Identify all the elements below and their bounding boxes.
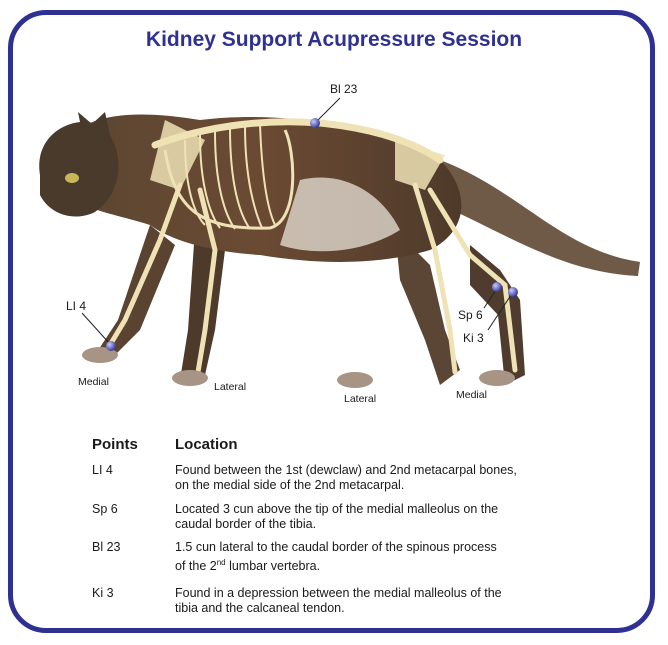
- cat-hind-leg-left: [395, 230, 460, 385]
- li4-label: LI 4: [66, 299, 87, 313]
- cat-paw-hind-right: [479, 370, 515, 386]
- cat-paw-front-left: [82, 347, 118, 363]
- cat-skeleton-illustration: [39, 97, 640, 388]
- li4-leader-line: [81, 312, 111, 345]
- cat-eye: [65, 173, 79, 183]
- li4-point-marker: [106, 341, 116, 351]
- cat-paw-front-right: [172, 370, 208, 386]
- row-location: 1.5 cun lateral to the caudal border of …: [175, 540, 497, 574]
- skeleton-limbs: [107, 182, 518, 375]
- bl23-leader-line: [315, 97, 341, 123]
- ki3-leader-line: [487, 294, 512, 331]
- skeleton-scapula: [150, 120, 205, 190]
- view-label-hind-medial: Medial: [456, 389, 487, 401]
- location-column-header: Location: [175, 436, 238, 453]
- cat-tail: [430, 160, 640, 276]
- cat-front-leg-left: [95, 225, 175, 355]
- sp6-label: Sp 6: [458, 308, 483, 322]
- skeleton-pelvis: [395, 140, 445, 190]
- ki3-label: Ki 3: [463, 331, 484, 345]
- view-label-hind-lateral: Lateral: [344, 393, 377, 405]
- row-location: Found in a depression between the medial…: [175, 586, 502, 615]
- view-label-front-medial: Medial: [78, 376, 109, 388]
- sp6-point-marker: [492, 282, 502, 292]
- row-point: LI 4: [92, 463, 113, 477]
- row-location: Located 3 cun above the tip of the media…: [175, 502, 499, 531]
- cat-head: [39, 112, 119, 217]
- cat-paw-hind-left: [337, 372, 373, 388]
- bl23-point-marker: [310, 118, 320, 128]
- ki3-point-marker: [508, 287, 518, 297]
- cat-belly: [280, 177, 400, 252]
- page-frame: [8, 10, 655, 633]
- row-point: Ki 3: [92, 586, 114, 600]
- bl23-label: Bl 23: [330, 82, 358, 96]
- row-point: Sp 6: [92, 502, 118, 516]
- sp6-leader-line: [483, 289, 497, 309]
- points-column-header: Points: [92, 436, 138, 453]
- row-location: Found between the 1st (dewclaw) and 2nd …: [175, 463, 517, 492]
- row-point: Bl 23: [92, 540, 121, 554]
- page-title: Kidney Support Acupressure Session: [145, 28, 523, 51]
- view-label-front-lateral: Lateral: [214, 381, 247, 393]
